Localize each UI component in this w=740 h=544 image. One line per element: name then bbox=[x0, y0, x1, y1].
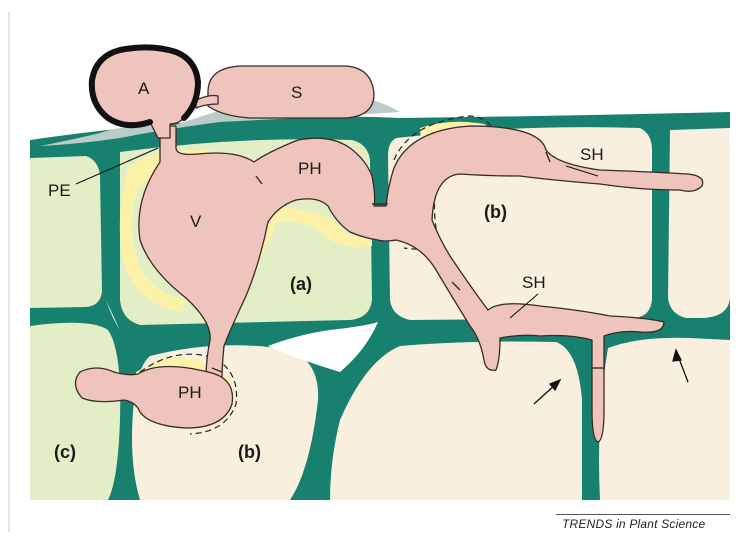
label-cell-b-bottom: (b) bbox=[238, 442, 261, 462]
figure-caption: TRENDS in Plant Science bbox=[562, 517, 705, 531]
label-vesicle: V bbox=[190, 212, 202, 231]
label-secondary-hypha-top: SH bbox=[580, 145, 604, 164]
caption-rule bbox=[556, 514, 730, 515]
label-spore: S bbox=[291, 83, 302, 102]
label-cell-b-top: (b) bbox=[484, 202, 507, 222]
label-cell-a: (a) bbox=[290, 274, 312, 294]
label-secondary-hypha-mid: SH bbox=[522, 273, 546, 292]
label-penetration: PE bbox=[48, 181, 71, 200]
cell-c bbox=[30, 323, 120, 500]
label-primary-hypha-bottom: PH bbox=[178, 383, 202, 402]
label-cell-c: (c) bbox=[54, 442, 76, 462]
cell-top-right bbox=[668, 128, 730, 318]
bottom-gap bbox=[30, 500, 730, 512]
cell-top-left bbox=[30, 156, 102, 308]
cell-bottom-right bbox=[599, 338, 730, 500]
label-primary-hypha-top: PH bbox=[298, 159, 322, 178]
label-appressorium: A bbox=[138, 79, 150, 98]
